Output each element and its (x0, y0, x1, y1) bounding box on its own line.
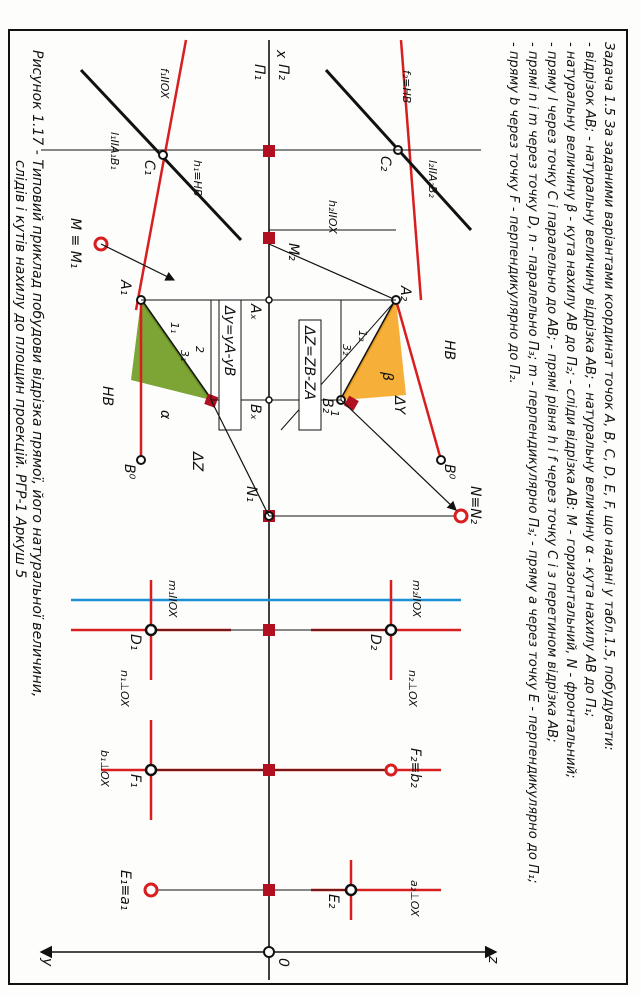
line-m2-a2 (268, 243, 397, 301)
label-l2: l₂ІІA₂B₂ (426, 160, 439, 198)
label-dy: ΔY (391, 395, 407, 416)
label-m1par: m₁ІІOX (166, 580, 179, 618)
label-h2: h₂ІІOX (326, 200, 339, 234)
arrow-n (340, 399, 457, 511)
label-x: x (273, 49, 289, 59)
label-h1: h₁≡HB (191, 160, 204, 196)
label-y: y (39, 957, 55, 967)
label-n: N≡N₂ (467, 486, 483, 525)
label-m2par: m₂ІІOX (410, 580, 423, 618)
label-1-2: 1₂ (356, 330, 369, 342)
task-line-5: - прямі n і m через точку D, n - паралел… (525, 42, 540, 883)
label-l1: l₁ІІA₁B₁ (108, 132, 121, 170)
point-c1 (158, 150, 168, 160)
point-ax (265, 296, 273, 304)
task-line-3: - натуральну величину β - кута нахилу AB… (563, 42, 578, 778)
caption-line-1: Рисунок 1.17 - Типовий приклад побудови … (29, 50, 45, 697)
label-pi1: П₁ (251, 64, 267, 80)
marker-c (263, 145, 275, 157)
label-b0-top: B⁰ (441, 464, 457, 480)
label-e2: E₂ (325, 894, 341, 909)
label-d1: D₁ (127, 634, 143, 650)
frame-border (8, 29, 628, 985)
triangle-beta (341, 300, 406, 400)
label-d2: D₂ (367, 634, 383, 651)
label-b1perp: b₁⊥OX (98, 750, 111, 787)
task-line-6: - пряму b через точку F - перпендикулярн… (506, 42, 521, 384)
point-b0-top (436, 455, 446, 465)
figure-caption: Рисунок 1.17 - Типовий приклад побудови … (12, 50, 45, 697)
label-hb-bot: HB (99, 386, 115, 406)
label-dz: ΔZ (189, 451, 205, 472)
point-f1 (144, 763, 158, 777)
label-f2b2: F₂≡b₂ (407, 748, 423, 788)
label-f1pt: F₁ (127, 774, 143, 788)
label-pi2: П₂ (275, 64, 291, 81)
triangle-alpha (131, 300, 211, 400)
label-ax: Aₓ (247, 303, 263, 320)
label-hb-top: HB (441, 340, 457, 360)
label-origin: 0 (275, 958, 291, 967)
label-a2perp: a₂⊥OX (408, 880, 421, 917)
task-line-2: - відрізок AB; - натуральну величину від… (582, 42, 597, 717)
label-3-1: 3₁ (178, 350, 191, 361)
caption-line-2: слідів і кутів нахилу до площин проекцій… (12, 160, 28, 578)
task-line-4: - пряму l через точку C і паралельно до … (544, 42, 559, 742)
label-c1: C₁ (141, 160, 157, 175)
marker-d (263, 624, 275, 636)
label-3-2: 3₂ (340, 344, 353, 356)
label-f2: f₂≡HB (400, 70, 413, 103)
label-f1: f₁ІІOX (158, 68, 171, 99)
marker-m2 (263, 232, 275, 244)
box-dy-formula (218, 299, 242, 431)
point-f2 (384, 763, 398, 777)
label-dy-formula: Δy=yA-yB (221, 305, 237, 376)
line-f2 (399, 39, 423, 301)
point-d2 (384, 623, 398, 637)
label-m: M ≡ M₁ (67, 218, 83, 268)
label-c2: C₂ (377, 156, 393, 172)
point-e2 (344, 883, 358, 897)
label-n1: N₁ (243, 486, 259, 502)
label-b2: B₂ (319, 398, 335, 414)
label-dz-formula: ΔZ=ZB-ZA (301, 325, 317, 400)
label-a2: A₂ (397, 285, 413, 302)
origin-point (263, 946, 275, 958)
label-a1: A₁ (117, 279, 133, 295)
arrow-m (100, 243, 176, 281)
label-pt2: 2 (193, 346, 206, 353)
label-bx: Bₓ (247, 404, 263, 420)
label-1-1: 1₁ (168, 322, 181, 333)
label-ea1: E₁≡a₁ (117, 870, 133, 910)
point-e1 (143, 882, 159, 898)
label-pt1: 1 (328, 410, 341, 417)
label-z: z (485, 955, 501, 964)
point-n (453, 508, 469, 524)
point-d1 (144, 623, 158, 637)
marker-e (263, 884, 275, 896)
label-alpha: α (157, 410, 173, 420)
label-beta: β (379, 371, 395, 381)
box-dz-formula (298, 319, 322, 431)
label-n2perp: n₂⊥OX (406, 670, 419, 707)
task-line-1: Задача 1.5 За заданими варіантами коорди… (601, 42, 616, 750)
task-text: Задача 1.5 За заданими варіантами коорди… (506, 42, 616, 883)
line-hb-top (394, 299, 443, 461)
point-b0-bot (136, 455, 146, 465)
label-n1perp: n₁⊥OX (118, 670, 131, 707)
line-b1-n1 (210, 399, 270, 517)
point-bx (265, 396, 273, 404)
label-b0-bot: B⁰ (121, 464, 137, 480)
marker-f (263, 764, 275, 776)
